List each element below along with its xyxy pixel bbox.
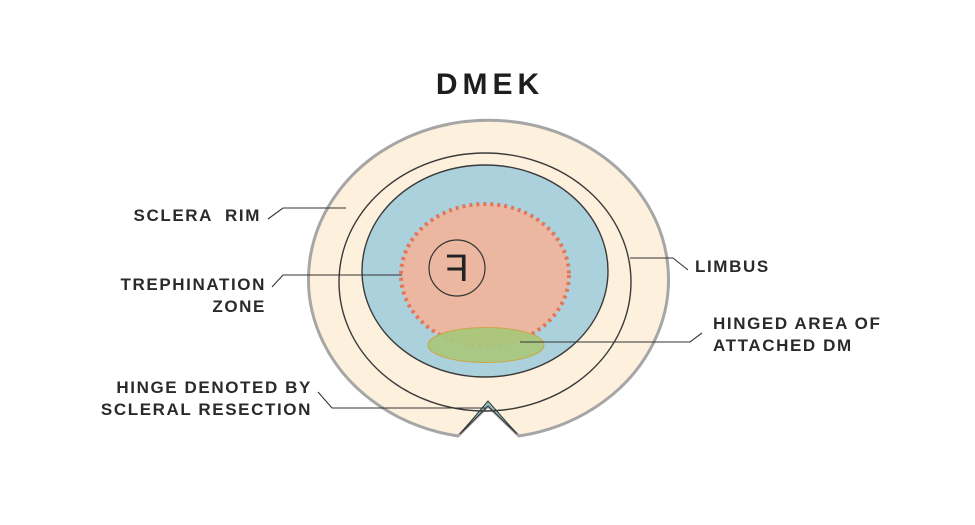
label-hinged-line1: HINGED AREA OF bbox=[713, 314, 881, 333]
orientation-mark: F bbox=[445, 248, 468, 290]
label-hinge-line1: HINGE DENOTED BY bbox=[116, 378, 312, 397]
orientation-mark-circle bbox=[428, 239, 486, 297]
label-hinged-line2: ATTACHED DM bbox=[713, 336, 853, 355]
leader-hinged-area bbox=[520, 332, 703, 343]
leader-trephination-zone bbox=[271, 274, 402, 288]
label-trephination-line1: TREPHINATION bbox=[121, 275, 266, 294]
label-sclera-rim: SCLERA RIM bbox=[134, 206, 261, 225]
limbus-ring bbox=[338, 152, 632, 412]
trephination-zone bbox=[399, 202, 571, 348]
hinge-notch bbox=[459, 400, 518, 435]
leader-limbus bbox=[630, 257, 689, 271]
leader-hinge bbox=[317, 391, 486, 409]
label-trephination-line2: ZONE bbox=[212, 297, 266, 316]
label-limbus: LIMBUS bbox=[695, 257, 770, 276]
diagram-title: DMEK bbox=[436, 68, 544, 101]
label-hinge-line2: SCLERAL RESECTION bbox=[101, 400, 312, 419]
leader-sclera-rim bbox=[267, 207, 346, 220]
hinged-area bbox=[427, 327, 545, 363]
